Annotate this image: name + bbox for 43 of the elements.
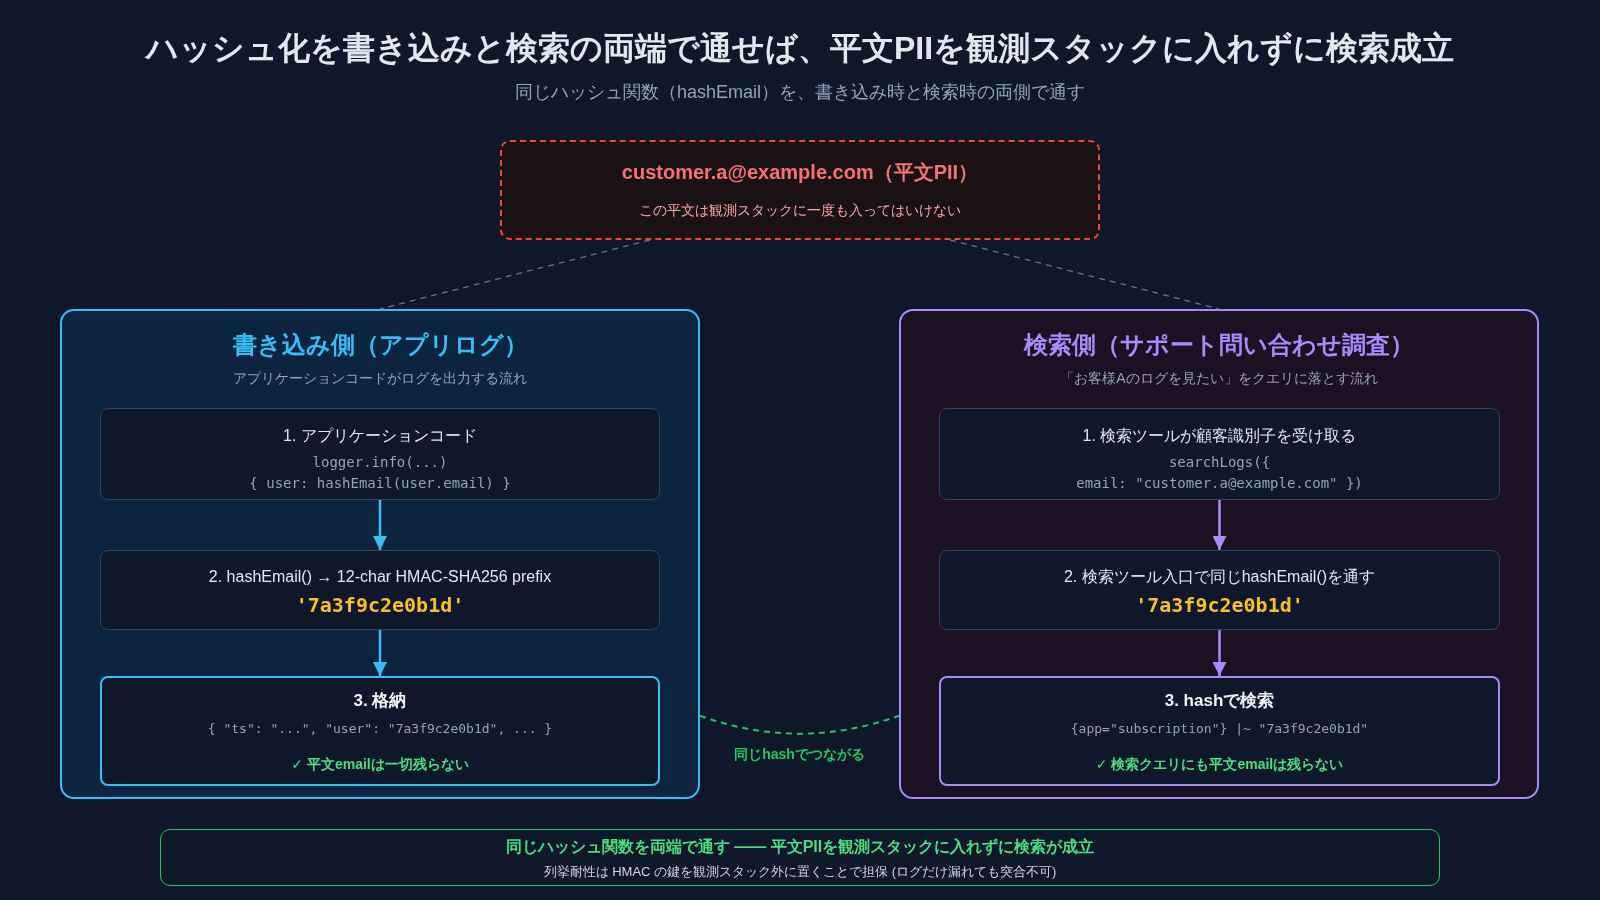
email-heading: customer.a@example.com（平文PII）	[621, 160, 979, 185]
summary-box	[160, 829, 1440, 886]
check-note: ✓ 平文emailは一切残らない	[291, 755, 469, 773]
step-title: 2. 検索ツール入口で同じhashEmail()を通す	[1063, 567, 1376, 587]
step-box	[100, 676, 660, 786]
panel	[60, 309, 700, 799]
step-box	[100, 550, 660, 630]
step-title: 3. hashで検索	[1164, 690, 1275, 712]
step-box	[100, 408, 660, 500]
panel	[899, 309, 1539, 799]
step-title: 2. hashEmail() → 12-char HMAC-SHA256 prefix	[208, 567, 552, 587]
code-line: logger.info(...)	[312, 453, 448, 472]
dashed-line	[379, 239, 651, 310]
step-box	[939, 408, 1500, 500]
code-line: { "ts": "...", "user": "7a3f9c2e0b1d", ... }	[207, 720, 553, 738]
arrow	[1212, 630, 1227, 676]
subtitle: 同じハッシュ関数（hashEmail）を、書き込み時と検索時の両側で通す	[515, 81, 1085, 103]
dashed-line	[949, 239, 1220, 310]
warning-note: この平文は観測スタックに一度も入ってはいけない	[639, 201, 961, 219]
arrow	[373, 500, 387, 550]
summary-heading: 同じハッシュ関数を両端で通す —— 平文PIIを観測スタックに入れずに検索が成立	[505, 837, 1095, 857]
hash-value: '7a3f9c2e0b1d'	[1135, 592, 1304, 618]
arrow	[1212, 500, 1227, 550]
title: ハッシュ化を書き込みと検索の両端で通せば、平文PIIを観測スタックに入れずに検索成立	[145, 29, 1455, 68]
panel-subtitle: 「お客様Aのログを見たい」をクエリに落とす流れ	[1060, 369, 1378, 387]
code-line: email: "customer.a@example.com" })	[1076, 474, 1363, 493]
code-line: {app="subscription"} |~ "7a3f9c2e0b1d"	[1070, 720, 1369, 738]
step-title: 3. 格納	[353, 690, 407, 712]
arrow	[373, 630, 387, 676]
warning-box	[500, 140, 1100, 240]
dashed-curve	[699, 714, 900, 735]
panel-title: 検索側（サポート問い合わせ調査）	[1024, 330, 1414, 360]
step-box	[939, 676, 1500, 786]
code-line: { user: hashEmail(user.email) }	[249, 474, 511, 493]
hash-value: '7a3f9c2e0b1d'	[295, 592, 465, 618]
step-box	[939, 550, 1500, 630]
step-title: 1. 検索ツールが顧客識別子を受け取る	[1082, 426, 1357, 446]
step-title: 1. アプリケーションコード	[283, 426, 477, 446]
panel-subtitle: アプリケーションコードがログを出力する流れ	[233, 369, 527, 387]
code-line: searchLogs({	[1168, 453, 1271, 472]
summary-note: 列挙耐性は HMAC の鍵を観測スタック外に置くことで担保 (ログだけ漏れても突合不可)	[543, 864, 1057, 880]
panel-title: 書き込み側（アプリログ）	[232, 330, 528, 360]
check-note: ✓ 検索クエリにも平文emailは残らない	[1095, 755, 1344, 773]
